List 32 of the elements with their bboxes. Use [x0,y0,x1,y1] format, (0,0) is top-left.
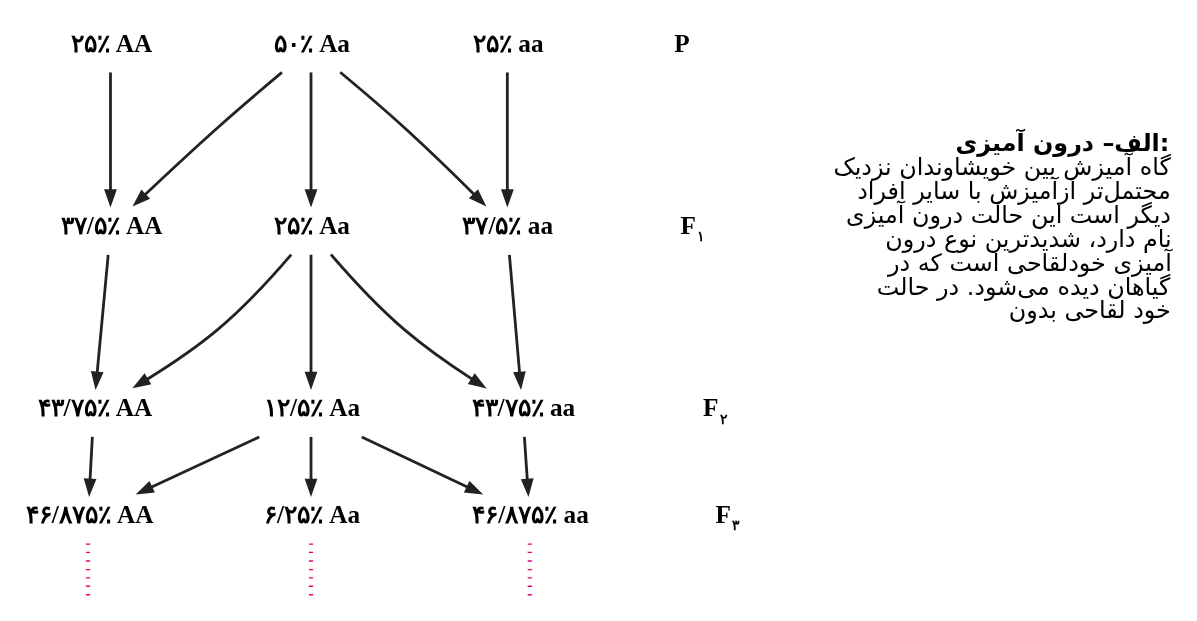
connector [85,542,91,599]
arrow [329,253,487,388]
connector [308,542,314,599]
arrow [339,70,487,207]
node-text: ۳۷/۵٪ AA [60,211,163,239]
node-text: ۲۵٪ aa [472,29,544,57]
arrow [361,435,484,494]
node-text: ۱۲/۵٪ Aa [264,393,361,421]
arrow [304,436,318,497]
arrow [304,254,318,390]
node-text: ۴۳/۷۵٪ aa [471,393,576,421]
arrow [83,436,97,497]
arrow [132,253,293,388]
arrow [135,435,260,494]
arrow [304,71,318,208]
label: الف– درون آمیزی:گاه آمیزش بین خویشاوندان نزدیک محتمل‌تر ازآمیزش با سایر افراد دیگر است این حالت درون آمیزی نام دارد، شدیدترین نوع درون آمیزی خودلقاحی است که در گیاهان دیده می‌شود. در حالت خود لقاحی بدون [833,128,1172,324]
arrow [500,71,514,208]
node-text: ۵۰٪ Aa [273,29,351,57]
label: P [674,29,690,57]
node-text: ۲۵٪ Aa [273,211,351,239]
node-text: ۴۶/۸۷۵٪ aa [472,500,589,528]
node-text: ۴۳/۷۵٪ AA [37,393,153,421]
arrow [104,71,117,208]
arrow [520,436,534,497]
arrow [90,254,110,390]
arrow [508,254,526,390]
node-text: ۲۵٪ AA [70,29,153,57]
arrow [132,70,283,207]
connector [527,542,532,599]
node-text: ۶/۲۵٪ Aa [264,500,361,528]
node-text: ۴۶/۸۷۵٪ AA [25,500,154,528]
node-text: ۳۷/۵٪ aa [462,211,554,239]
